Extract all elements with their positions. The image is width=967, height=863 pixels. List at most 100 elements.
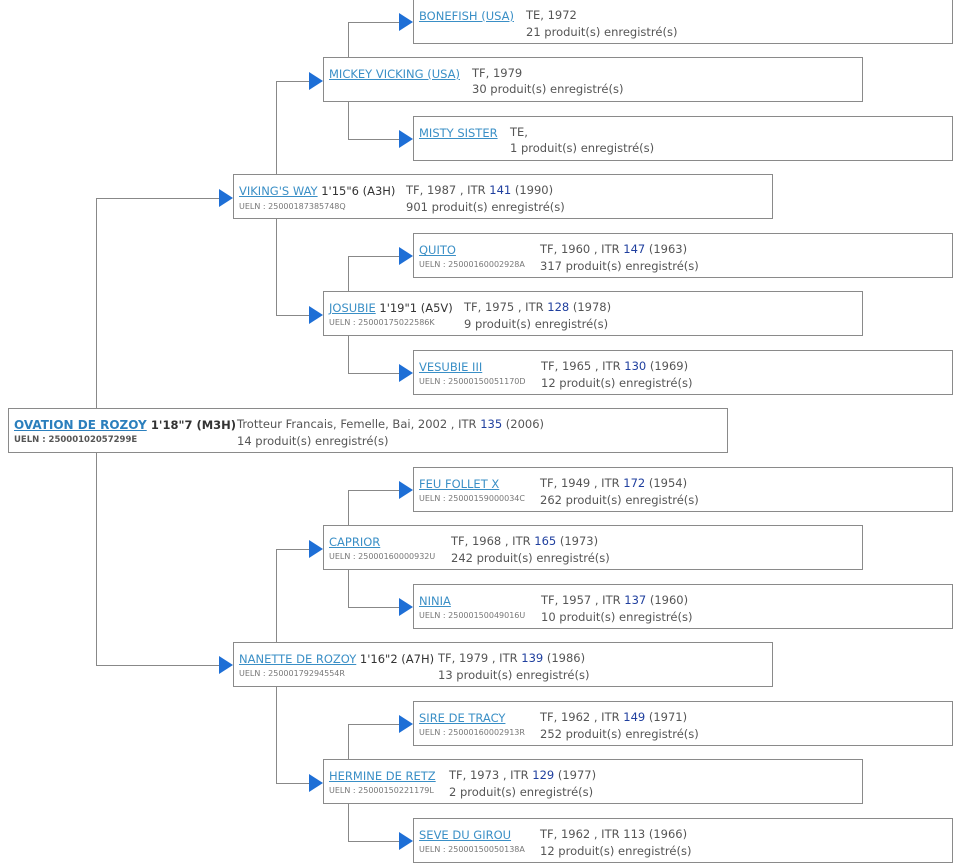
- horse-name-link[interactable]: MICKEY VICKING (USA): [329, 67, 460, 81]
- horse-products: 901 produit(s) enregistré(s): [406, 200, 565, 214]
- horse-products: 242 produit(s) enregistré(s): [451, 551, 610, 565]
- connector-line: [276, 218, 277, 315]
- horse-info: TF, 1979: [472, 66, 523, 80]
- arrow-right-icon: [399, 13, 413, 31]
- pedigree-card-bonefish: BONEFISH (USA) TE, 1972 21 produit(s) en…: [413, 0, 953, 44]
- horse-name-link[interactable]: FEU FOLLET X: [419, 477, 500, 491]
- horse-info: Trotteur Francais, Femelle, Bai, 2002 , …: [237, 417, 545, 431]
- itr-value: 135: [480, 417, 503, 431]
- horse-info: TF, 1979 , ITR 139 (1986): [438, 651, 586, 665]
- itr-value: 141: [489, 183, 512, 197]
- race-time: 1'16"2 (A7H): [359, 652, 435, 666]
- connector-line: [276, 549, 277, 642]
- horse-info: TE, 1972: [526, 8, 577, 22]
- arrow-right-icon: [219, 189, 233, 207]
- connector-line: [348, 490, 349, 525]
- connector-line: [348, 22, 349, 57]
- horse-name-row: NANETTE DE ROZOY 1'16"2 (A7H): [239, 652, 434, 666]
- connector-line: [348, 841, 400, 842]
- horse-products: 10 produit(s) enregistré(s): [541, 610, 693, 624]
- connector-line: [276, 783, 310, 784]
- connector-line: [96, 452, 97, 666]
- connector-line: [348, 490, 400, 491]
- pedigree-card-mickey-vicking: MICKEY VICKING (USA) TF, 1979 30 produit…: [323, 57, 863, 102]
- connector-line: [276, 315, 310, 316]
- horse-info: TF, 1965 , ITR 130 (1969): [541, 359, 689, 373]
- itr-value: 165: [534, 534, 557, 548]
- connector-line: [276, 686, 277, 783]
- horse-products: 21 produit(s) enregistré(s): [526, 25, 678, 39]
- horse-info: TF, 1949 , ITR 172 (1954): [540, 476, 688, 490]
- pedigree-card-caprior: CAPRIOR UELN : 25000160000932U TF, 1968 …: [323, 525, 863, 570]
- connector-line: [348, 22, 400, 23]
- connector-line: [348, 256, 349, 291]
- horse-name-link[interactable]: NANETTE DE ROZOY: [239, 652, 357, 666]
- horse-info: TF, 1975 , ITR 128 (1978): [464, 300, 612, 314]
- connector-line: [276, 81, 310, 82]
- horse-info: TF, 1962 , ITR 113 (1966): [540, 827, 688, 841]
- horse-name-link[interactable]: MISTY SISTER: [419, 126, 498, 140]
- horse-name-link[interactable]: VIKING'S WAY: [239, 184, 318, 198]
- connector-line: [96, 198, 220, 199]
- connector-line: [348, 724, 400, 725]
- horse-name-link[interactable]: OVATION DE ROZOY: [14, 418, 147, 432]
- pedigree-card-misty-sister: MISTY SISTER TE, 1 produit(s) enregistré…: [413, 116, 953, 161]
- horse-info: TE,: [510, 125, 528, 139]
- horse-products: 252 produit(s) enregistré(s): [540, 727, 699, 741]
- horse-name-link[interactable]: SIRE DE TRACY: [419, 711, 506, 725]
- horse-products: 14 produit(s) enregistré(s): [237, 434, 389, 448]
- pedigree-card-vesubie: VESUBIE III UELN : 25000150051170D TF, 1…: [413, 350, 953, 395]
- horse-name-link[interactable]: SEVE DU GIROU: [419, 828, 512, 842]
- horse-name-link[interactable]: HERMINE DE RETZ: [329, 769, 436, 783]
- itr-value: 113: [623, 827, 646, 841]
- pedigree-card-hermine: HERMINE DE RETZ UELN : 25000150221179L T…: [323, 759, 863, 804]
- pedigree-card-root: OVATION DE ROZOY 1'18"7 (M3H) UELN : 250…: [8, 408, 728, 453]
- horse-name-link[interactable]: VESUBIE III: [419, 360, 483, 374]
- horse-name-link[interactable]: JOSUBIE: [329, 301, 376, 315]
- itr-value: 139: [521, 651, 544, 665]
- horse-products: 317 produit(s) enregistré(s): [540, 259, 699, 273]
- itr-value: 128: [547, 300, 570, 314]
- connector-line: [348, 607, 400, 608]
- pedigree-card-nanette: NANETTE DE ROZOY 1'16"2 (A7H) UELN : 250…: [233, 642, 773, 687]
- pedigree-card-seve-du-girou: SEVE DU GIROU UELN : 25000150050138A TF,…: [413, 818, 953, 863]
- connector-line: [348, 373, 400, 374]
- arrow-right-icon: [219, 656, 233, 674]
- connector-line: [348, 139, 400, 140]
- race-time: 1'18"7 (M3H): [150, 418, 237, 432]
- ueln-code: UELN : 25000150221179L: [329, 786, 434, 795]
- connector-line: [96, 198, 97, 408]
- ueln-code: UELN : 25000150051170D: [419, 377, 526, 386]
- arrow-right-icon: [399, 364, 413, 382]
- connector-line: [276, 549, 310, 550]
- ueln-code: UELN : 25000175022586K: [329, 318, 435, 327]
- connector-line: [348, 335, 349, 373]
- arrow-right-icon: [399, 598, 413, 616]
- connector-line: [348, 569, 349, 607]
- itr-value: 137: [624, 593, 647, 607]
- arrow-right-icon: [399, 130, 413, 148]
- horse-name-link[interactable]: BONEFISH (USA): [419, 9, 514, 23]
- itr-value: 172: [623, 476, 646, 490]
- horse-name-link[interactable]: QUITO: [419, 243, 456, 257]
- ueln-code: UELN : 25000102057299E: [14, 435, 138, 445]
- ueln-code: UELN : 25000187385748Q: [239, 202, 346, 211]
- ueln-code: UELN : 25000150050138A: [419, 845, 525, 854]
- ueln-code: UELN : 25000179294554R: [239, 669, 345, 678]
- pedigree-card-quito: QUITO UELN : 25000160002928A TF, 1960 , …: [413, 233, 953, 278]
- arrow-right-icon: [399, 481, 413, 499]
- ueln-code: UELN : 25000150049016U: [419, 611, 526, 620]
- ueln-code: UELN : 25000159000034C: [419, 494, 525, 503]
- connector-line: [348, 101, 349, 139]
- horse-info: TF, 1960 , ITR 147 (1963): [540, 242, 688, 256]
- connector-line: [348, 724, 349, 759]
- horse-products: 9 produit(s) enregistré(s): [464, 317, 609, 331]
- horse-products: 12 produit(s) enregistré(s): [540, 844, 692, 858]
- pedigree-card-feu-follet: FEU FOLLET X UELN : 25000159000034C TF, …: [413, 467, 953, 512]
- arrow-right-icon: [399, 715, 413, 733]
- horse-name-row: JOSUBIE 1'19"1 (A5V): [329, 301, 453, 315]
- arrow-right-icon: [399, 832, 413, 850]
- horse-name-link[interactable]: NINIA: [419, 594, 451, 608]
- horse-name-link[interactable]: CAPRIOR: [329, 535, 381, 549]
- horse-info: TF, 1968 , ITR 165 (1973): [451, 534, 599, 548]
